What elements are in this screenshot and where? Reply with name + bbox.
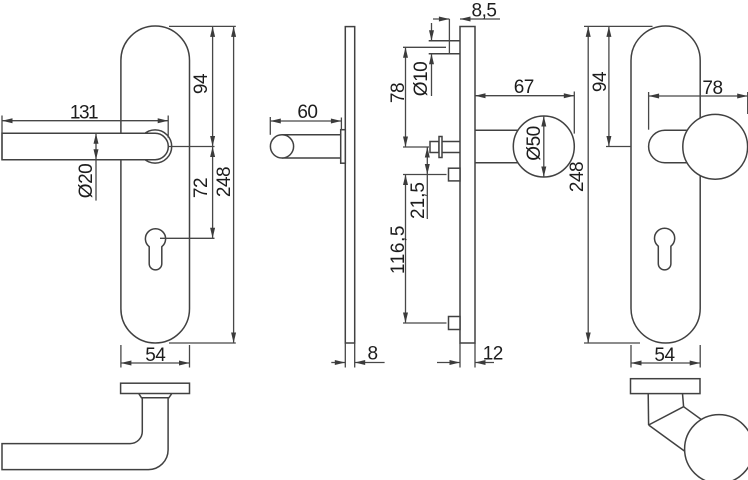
- svg-text:78: 78: [388, 83, 409, 103]
- svg-text:8,5: 8,5: [472, 1, 497, 22]
- svg-text:116,5: 116,5: [388, 225, 409, 274]
- svg-text:21,5: 21,5: [408, 182, 429, 219]
- svg-text:94: 94: [191, 73, 212, 94]
- svg-text:Ø20: Ø20: [76, 164, 97, 198]
- svg-text:Ø10: Ø10: [411, 62, 432, 96]
- svg-text:67: 67: [514, 77, 534, 98]
- svg-text:248: 248: [214, 167, 235, 197]
- svg-text:78: 78: [702, 78, 722, 99]
- svg-text:72: 72: [191, 178, 212, 198]
- svg-text:248: 248: [567, 162, 588, 192]
- svg-text:Ø50: Ø50: [524, 126, 545, 160]
- svg-text:131: 131: [70, 103, 98, 124]
- svg-text:60: 60: [297, 102, 317, 123]
- svg-text:94: 94: [590, 71, 611, 92]
- svg-text:8: 8: [367, 344, 377, 365]
- svg-text:54: 54: [654, 345, 675, 366]
- svg-text:12: 12: [483, 344, 503, 365]
- svg-text:54: 54: [145, 345, 166, 366]
